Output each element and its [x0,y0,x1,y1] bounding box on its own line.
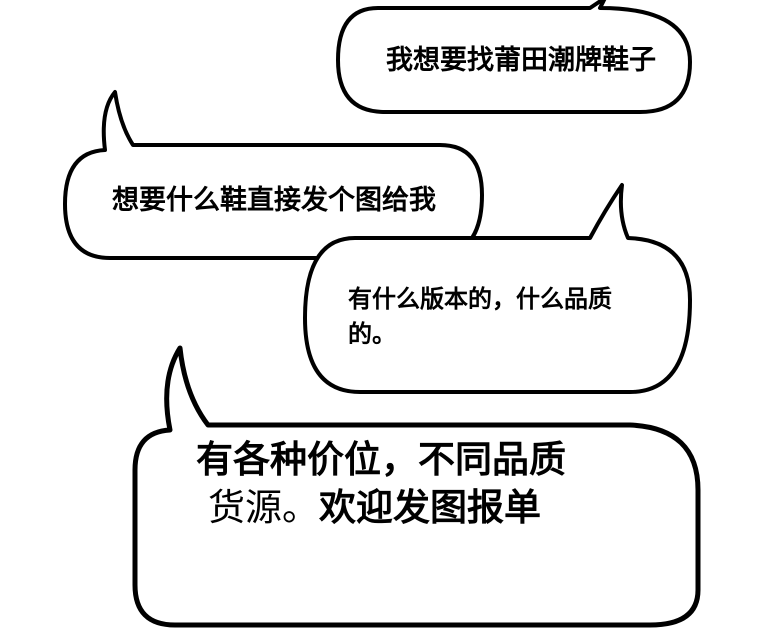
speech-bubble-4 [132,345,701,628]
bubble-4-text-line1: 有各种价位，不同品质 [196,438,566,481]
speech-bubble-2 [63,90,484,260]
bubble-3-text-line2: 的。 [348,320,396,348]
bubble-4-text-line2-bold: 欢迎发图报单 [319,486,541,529]
bubble-4-text-line2: 货源。欢迎发图报单 [208,486,541,530]
speech-bubble-1 [336,0,692,114]
bubble-1-text: 我想要找莆田潮牌鞋子 [386,45,656,76]
bubble-2-text: 想要什么鞋直接发个图给我 [112,185,436,216]
speech-bubble-3 [303,183,692,394]
bubble-3-text-line1: 有什么版本的，什么品质 [348,285,612,313]
bubble-4-text-line2-light: 货源。 [208,486,319,529]
